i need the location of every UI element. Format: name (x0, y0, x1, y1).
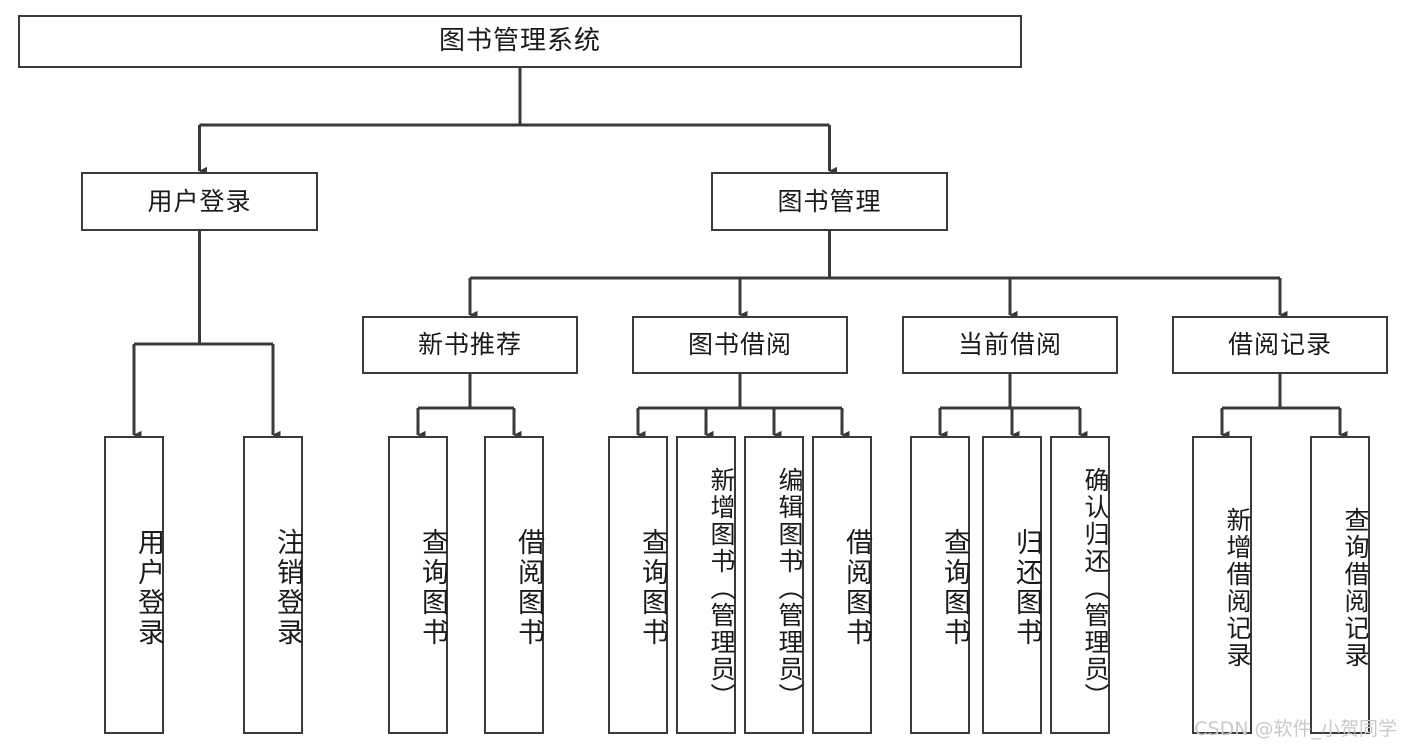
node-label: 新增借阅记录 (1223, 507, 1252, 669)
node-label: 新书推荐 (417, 330, 522, 359)
node-label: 查询图书 (417, 528, 448, 648)
csdn-watermark: CSDN @软件_小贺同学 (1194, 718, 1397, 740)
node-current-borrow[interactable]: 当前借阅 (902, 316, 1118, 374)
node-label: 确认归还（管理员） (1081, 466, 1110, 710)
node-leaf-query-book-1[interactable]: 查询图书 (388, 436, 448, 734)
node-label: 图书管理 (777, 186, 882, 216)
node-new-book-recommend[interactable]: 新书推荐 (362, 316, 578, 374)
node-leaf-add-book[interactable]: 新增图书（管理员） (676, 436, 736, 734)
node-leaf-borrow-book-2[interactable]: 借阅图书 (812, 436, 872, 734)
node-leaf-add-record[interactable]: 新增借阅记录 (1192, 436, 1252, 734)
node-leaf-borrow-book-1[interactable]: 借阅图书 (484, 436, 544, 734)
node-leaf-query-book-2[interactable]: 查询图书 (608, 436, 668, 734)
node-leaf-logout[interactable]: 注销登录 (243, 436, 303, 734)
node-book-manage[interactable]: 图书管理 (711, 172, 948, 231)
node-label: 查询图书 (939, 528, 970, 648)
node-label: 用户登录 (133, 528, 164, 648)
node-label: 图书借阅 (687, 330, 792, 359)
node-leaf-confirm-return[interactable]: 确认归还（管理员） (1050, 436, 1110, 734)
node-leaf-query-book-3[interactable]: 查询图书 (910, 436, 970, 734)
node-label: 借阅图书 (513, 528, 544, 648)
node-label: 注销登录 (272, 528, 303, 648)
node-book-borrow[interactable]: 图书借阅 (632, 316, 848, 374)
node-leaf-query-record[interactable]: 查询借阅记录 (1310, 436, 1370, 734)
node-label: 图书管理系统 (438, 25, 601, 56)
node-borrow-record[interactable]: 借阅记录 (1172, 316, 1388, 374)
node-label: 查询图书 (637, 528, 668, 648)
node-label: 归还图书 (1011, 528, 1042, 648)
node-root-system[interactable]: 图书管理系统 (18, 15, 1022, 68)
node-leaf-return-book[interactable]: 归还图书 (982, 436, 1042, 734)
node-leaf-user-login[interactable]: 用户登录 (104, 436, 164, 734)
node-label: 编辑图书（管理员） (775, 466, 804, 710)
node-label: 借阅记录 (1227, 330, 1332, 359)
node-label: 查询借阅记录 (1341, 507, 1370, 669)
node-leaf-edit-book[interactable]: 编辑图书（管理员） (744, 436, 804, 734)
node-label: 用户登录 (147, 186, 252, 216)
node-label: 新增图书（管理员） (707, 466, 736, 710)
node-user-login[interactable]: 用户登录 (81, 172, 318, 231)
node-label: 当前借阅 (957, 330, 1062, 359)
node-label: 借阅图书 (841, 528, 872, 648)
